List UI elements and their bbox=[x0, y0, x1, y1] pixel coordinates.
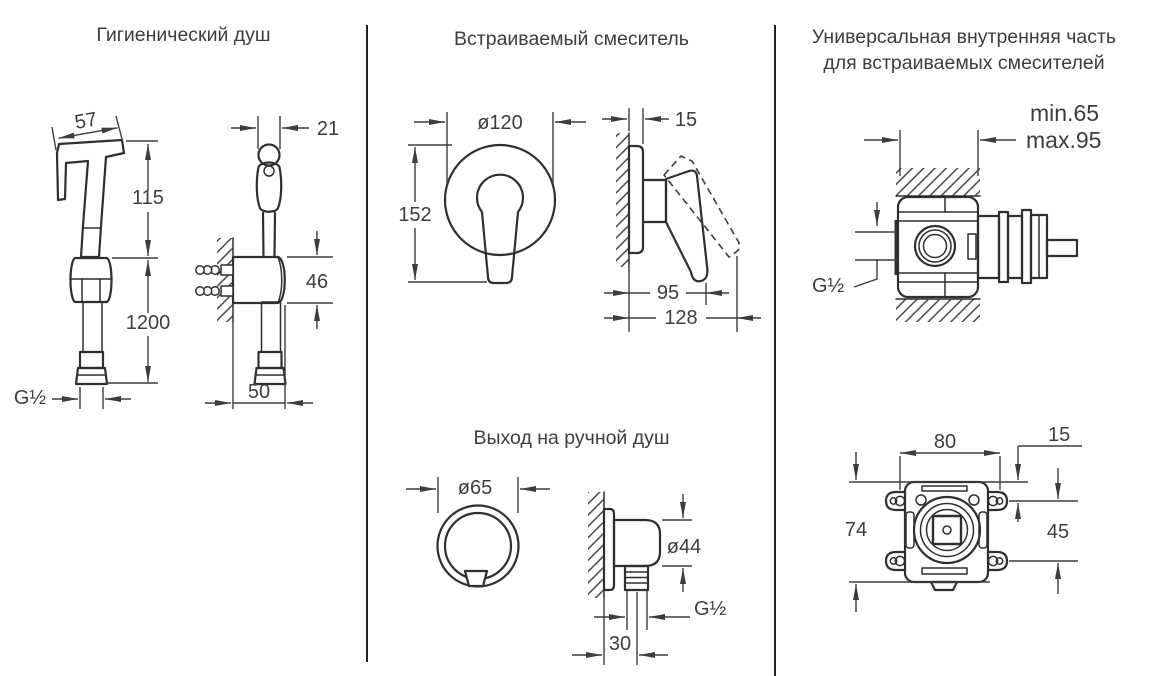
dim-label-mount-width: 80 bbox=[934, 431, 956, 453]
dim-holder-width: 21 bbox=[231, 116, 339, 149]
dim-label-head-width: 57 bbox=[73, 108, 99, 134]
dim-label-outlet-body-diameter: ø44 bbox=[667, 536, 701, 558]
dim-label-ear-offset: 15 bbox=[1048, 424, 1070, 446]
supply-barb-upper bbox=[195, 264, 234, 276]
mixer-lever-side bbox=[664, 169, 709, 283]
dim-label-plate-depth: 15 bbox=[675, 109, 697, 131]
dim-label-bracket-width: 50 bbox=[248, 381, 270, 403]
dim-section-thread: G½ bbox=[812, 202, 898, 297]
dim-label-head-height: 115 bbox=[132, 187, 164, 209]
dim-plate-diameter: ø120 bbox=[414, 112, 586, 186]
dim-head-width: 57 bbox=[51, 108, 123, 151]
hand-sprayer-front-view bbox=[55, 138, 126, 386]
dim-depth-range: min.65 max.95 bbox=[864, 100, 1101, 176]
dim-label-body-height: 74 bbox=[845, 519, 867, 541]
dim-ear-offset: 15 bbox=[1015, 424, 1082, 522]
dim-body-height: 74 bbox=[845, 452, 1028, 612]
mixer-plate-side bbox=[627, 144, 645, 255]
mounting-box-front-view bbox=[884, 480, 1009, 592]
hose-end-fitting bbox=[78, 350, 105, 370]
hose-nut bbox=[69, 256, 113, 304]
dim-label-outlet-wall-offset: 30 bbox=[609, 633, 631, 655]
column-divider-right bbox=[774, 25, 776, 676]
dim-outlet-body-diameter: ø44 bbox=[662, 494, 701, 592]
wall-bracket bbox=[231, 255, 286, 305]
valve-opening bbox=[912, 495, 982, 565]
mixer-lever-front bbox=[475, 173, 525, 285]
universal-inner-part-drawing: min.65 max.95 G½ bbox=[812, 100, 1101, 612]
dim-plate-depth: 15 bbox=[602, 108, 697, 144]
wall-hatch bbox=[588, 492, 604, 598]
dim-label-bracket-height: 46 bbox=[306, 271, 328, 293]
wall-hatch-top bbox=[896, 168, 980, 196]
wall-hatch bbox=[616, 133, 629, 267]
outlet-body bbox=[612, 518, 662, 568]
title-line-2: для встраиваемых смесителей bbox=[823, 52, 1105, 75]
mixer-plate bbox=[443, 143, 557, 257]
dim-label-depth-max: max.95 bbox=[1026, 127, 1101, 153]
dim-hose-length: 1200 bbox=[106, 260, 171, 384]
outlet-front-view bbox=[436, 504, 520, 588]
dim-label-outlet-diameter: ø65 bbox=[458, 477, 492, 499]
dim-lever-reach: 95 bbox=[604, 267, 729, 332]
cartridge-stem bbox=[1045, 238, 1079, 258]
dim-label-lever-reach: 95 bbox=[657, 282, 679, 304]
supply-barb-lower bbox=[195, 285, 234, 297]
dim-label-outlet-thread: G½ bbox=[694, 598, 727, 620]
built-in-mixer-drawing: ø120 152 15 bbox=[398, 108, 761, 665]
dim-label-plate-diameter: ø120 bbox=[477, 112, 523, 134]
section-title-hygienic-shower: Гигиенический душ bbox=[96, 24, 271, 46]
outlet-side-view bbox=[588, 491, 662, 599]
dim-label-total-depth: 128 bbox=[664, 307, 697, 329]
outlet-plate-side bbox=[602, 507, 616, 592]
dim-ear-spacing: 45 bbox=[1009, 468, 1078, 594]
mixer-front-view bbox=[443, 143, 557, 285]
section-title-universal-inner-part: Универсальная внутренняя часть для встра… bbox=[776, 24, 1152, 77]
section-title-hand-shower-outlet: Выход на ручной душ bbox=[473, 427, 670, 449]
dim-outlet-thread: G½ bbox=[594, 591, 727, 630]
dim-label-holder-width: 21 bbox=[317, 118, 339, 140]
dim-total-height: 152 bbox=[398, 144, 487, 283]
center-square bbox=[931, 514, 963, 546]
dim-outlet-diameter: ø65 bbox=[406, 477, 550, 513]
hygienic-shower-drawing: 57 115 1200 G½ 21 bbox=[14, 108, 339, 409]
valve-port bbox=[913, 224, 957, 268]
inner-part-section-view bbox=[894, 168, 1079, 322]
mixer-side-view bbox=[616, 132, 741, 283]
title-line-1: Универсальная внутренняя часть bbox=[811, 26, 1117, 48]
mixer-body-side bbox=[641, 178, 668, 224]
wall-hatch bbox=[217, 238, 233, 322]
column-divider-left bbox=[366, 25, 368, 662]
section-title-built-in-mixer: Встраиваемый смеситель bbox=[454, 28, 689, 50]
wall-hatch-bottom bbox=[896, 299, 980, 322]
dim-label-thread: G½ bbox=[14, 387, 47, 409]
dim-bracket-width: 50 bbox=[205, 305, 313, 409]
hose-threads-side bbox=[260, 301, 282, 353]
dim-thread-size: G½ bbox=[14, 387, 131, 409]
mixer-lever-alt-position bbox=[663, 155, 741, 258]
sprayer-outline bbox=[55, 138, 126, 259]
dim-label-hose-length: 1200 bbox=[126, 312, 171, 334]
mounting-ears bbox=[884, 490, 1009, 572]
dim-head-height: 115 bbox=[112, 140, 164, 259]
dim-label-depth-min: min.65 bbox=[1030, 100, 1099, 126]
dim-mount-width: 80 bbox=[899, 431, 1001, 490]
hand-sprayer-side-view bbox=[195, 143, 287, 386]
outlet-clip bbox=[463, 569, 489, 588]
dim-label-ear-spacing: 45 bbox=[1047, 521, 1069, 543]
dim-bracket-height: 46 bbox=[287, 231, 333, 329]
cartridge-stack bbox=[976, 208, 1079, 285]
dim-outlet-wall-offset: 30 bbox=[572, 592, 668, 665]
dim-total-depth: 128 bbox=[604, 256, 761, 332]
dim-label-total-height: 152 bbox=[398, 204, 431, 226]
dim-label-section-thread: G½ bbox=[812, 275, 845, 297]
hose-threads bbox=[82, 301, 103, 353]
